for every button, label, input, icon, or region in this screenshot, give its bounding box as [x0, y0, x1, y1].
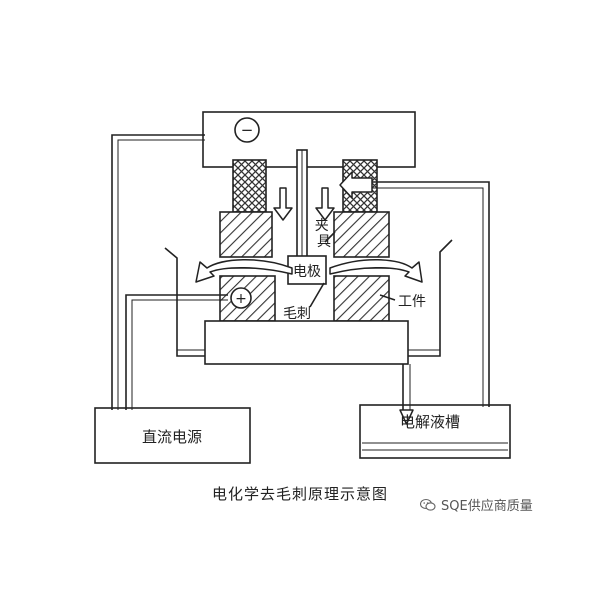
watermark: SQE供应商质量	[420, 495, 533, 514]
diagram-caption: 电化学去毛刺原理示意图	[211, 485, 388, 503]
outflow-arrow-right	[329, 259, 423, 283]
dc-power-box	[94, 407, 251, 464]
negative-terminal	[234, 117, 260, 143]
down-arrow-left	[273, 187, 293, 221]
supply-pipe	[362, 181, 490, 407]
insulator-left	[232, 159, 267, 213]
electrolyte-tank-box	[359, 404, 511, 459]
top-plate	[202, 111, 416, 168]
base-plate	[204, 320, 409, 365]
down-arrow-right	[315, 187, 335, 221]
burr-label: 毛刺	[283, 306, 311, 322]
inlet-arrow	[339, 171, 373, 199]
outflow-arrow-left	[195, 259, 293, 283]
tank-wall-left	[164, 247, 205, 357]
workpiece-label: 工件	[398, 294, 426, 310]
fixture-label: 夹 具	[315, 218, 333, 250]
leader-fixture	[324, 231, 336, 243]
wire-negative	[111, 134, 205, 410]
drain-arrow	[399, 409, 414, 425]
fixture-left	[219, 211, 273, 258]
positive-sign: +	[235, 291, 247, 307]
leader-workpiece	[379, 294, 396, 301]
electrolyte-tank-label: 电解液槽	[400, 413, 460, 431]
electrode-tip	[287, 255, 327, 285]
negative-sign: −	[241, 121, 254, 139]
workpiece-right	[333, 275, 390, 322]
wire-positive	[125, 294, 228, 410]
watermark-text: SQE供应商质量	[441, 499, 533, 514]
electrode-label: 电极	[293, 264, 321, 280]
leader-burr	[309, 282, 325, 308]
dc-power-label: 直流电源	[142, 428, 202, 446]
fixture-right	[333, 211, 390, 258]
positive-terminal	[230, 287, 252, 309]
wechat-icon	[420, 498, 436, 511]
tank-wall-right	[408, 239, 453, 357]
